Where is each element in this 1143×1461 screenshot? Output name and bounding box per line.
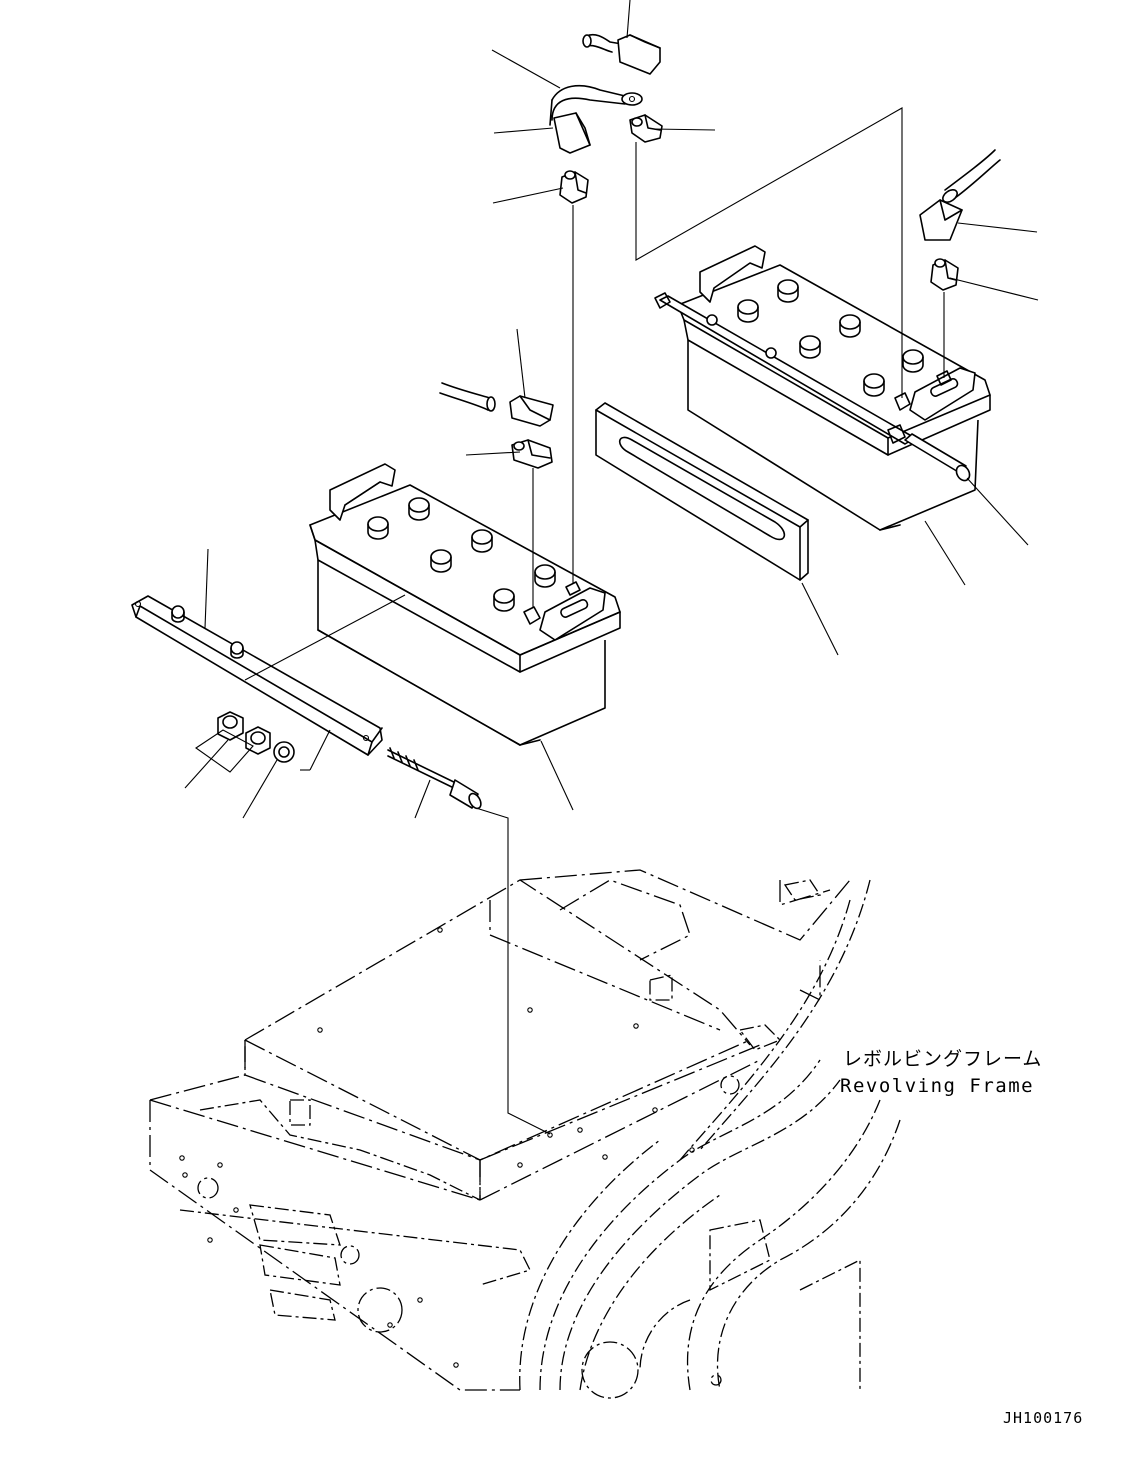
top-cable-connector <box>582 33 661 75</box>
drawing-number: JH100176 <box>1003 1409 1083 1427</box>
j-bolt <box>387 747 482 810</box>
revolving-frame <box>149 869 901 1399</box>
terminal-clamp-2 <box>559 170 589 204</box>
terminal-clamp-3 <box>511 439 553 469</box>
frame-label-english: Revolving Frame <box>840 1075 1034 1097</box>
battery-tray <box>179 927 751 1368</box>
middle-cable-connector <box>439 382 554 427</box>
frame-label-japanese: レボルビングフレーム <box>843 1048 1042 1070</box>
battery-left-caps <box>367 497 556 612</box>
leader-lines <box>184 0 1039 819</box>
rubber-spacer-pad <box>595 402 809 581</box>
terminal-clamp-4 <box>930 258 959 291</box>
battery-left <box>309 463 621 746</box>
ground-cable <box>549 84 643 154</box>
terminal-clamp-1 <box>629 114 663 143</box>
assembly-guide-lines <box>244 107 945 1135</box>
battery-right-caps <box>737 279 924 397</box>
battery-right <box>654 245 991 531</box>
right-cable-connector <box>919 149 1001 241</box>
nut-washer-set <box>217 711 295 763</box>
